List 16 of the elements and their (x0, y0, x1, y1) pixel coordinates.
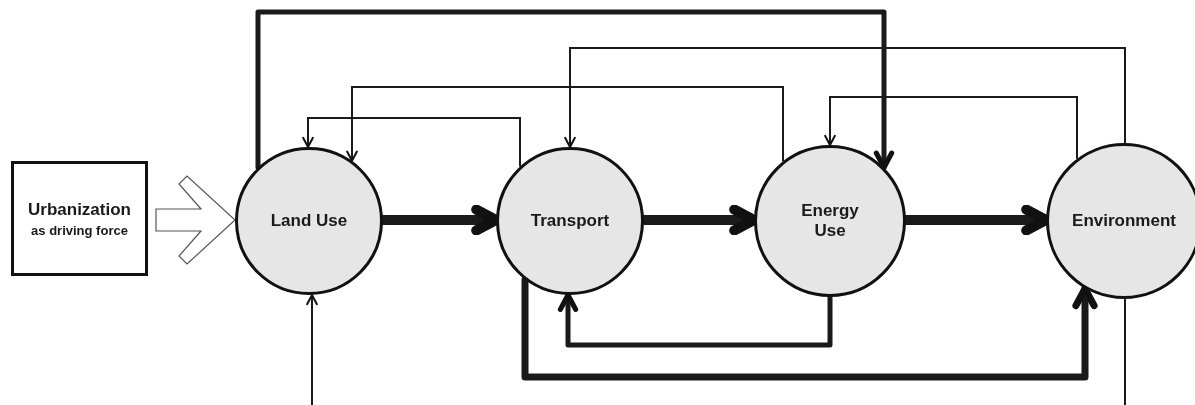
node-label: Energy Use (800, 201, 860, 241)
node-label: Land Use (269, 211, 349, 231)
node-label: Urbanization (28, 199, 131, 220)
arrow (302, 117, 521, 168)
arrow (564, 47, 1126, 148)
arrow (557, 292, 833, 348)
arrow (346, 86, 784, 163)
arrow (824, 96, 1078, 160)
arrow (306, 293, 318, 405)
process-box (11, 161, 148, 276)
node-label: Transport (529, 211, 611, 231)
node-label: Environment (1071, 211, 1177, 231)
node-subtitle: as driving force (31, 222, 128, 238)
arrow (255, 9, 895, 170)
connector-line (1124, 298, 1126, 405)
arrow (521, 276, 1098, 381)
